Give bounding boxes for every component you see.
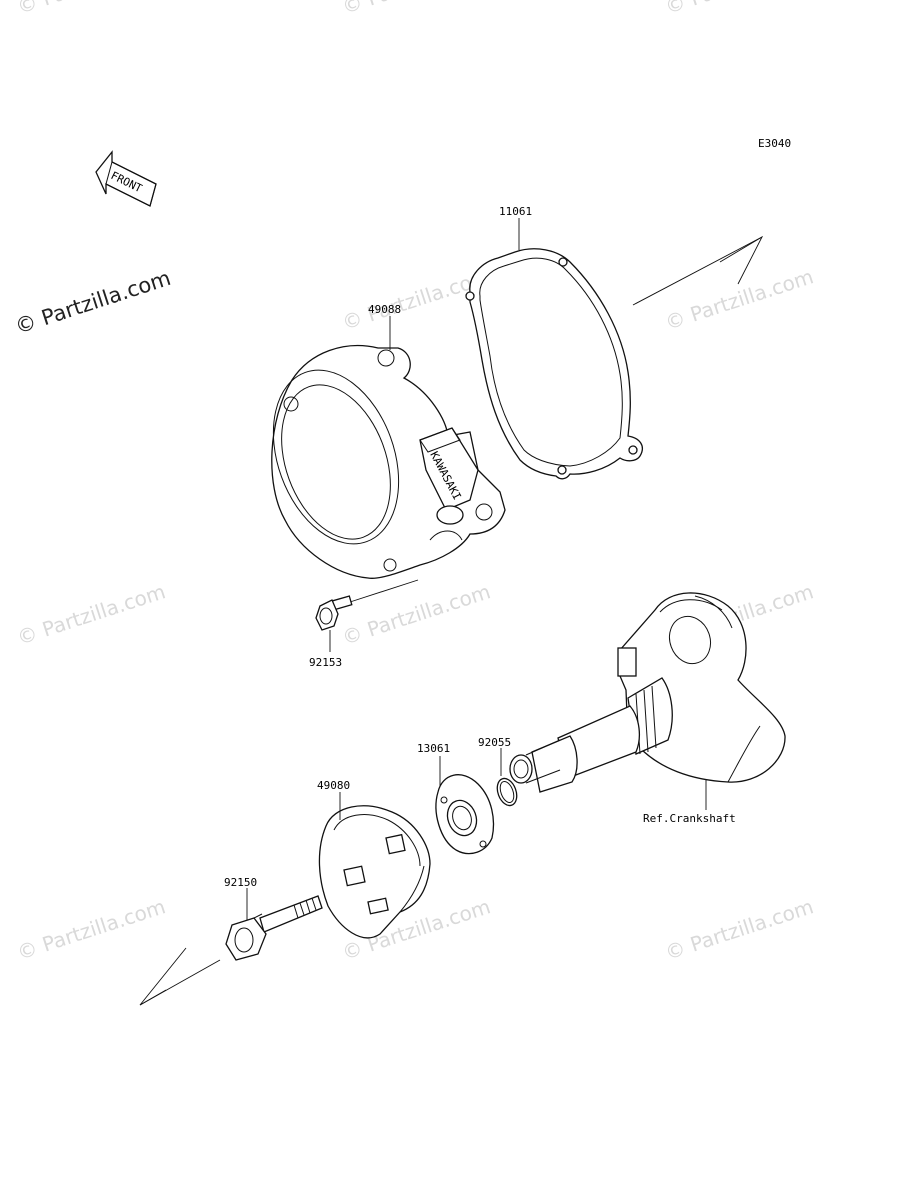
copyright-logo: © Partzilla.com [12, 266, 174, 339]
watermark: © Partzilla.com [662, 264, 816, 335]
callout-13061: 13061 [417, 742, 450, 755]
callout-49088: 49088 [368, 303, 401, 316]
watermark: © Partzilla.com [662, 0, 816, 19]
watermark: © Partzilla.com [14, 0, 168, 19]
callout-92055: 92055 [478, 736, 511, 749]
callout-ref-crankshaft: Ref.Crankshaft [643, 812, 736, 825]
direction-line-top-tip [719, 235, 764, 285]
front-arrow-icon: FRONT [95, 150, 157, 207]
watermark: © Partzilla.com [14, 894, 168, 965]
bolt-92153[interactable] [315, 579, 419, 631]
diagram-code: E3040 [758, 137, 791, 150]
gasket-11061[interactable] [465, 248, 643, 480]
magneto-cover-49088[interactable]: KAWASAKI [251, 344, 506, 579]
watermark: © Partzilla.com [339, 579, 493, 650]
direction-line-top [632, 236, 763, 306]
direction-line-bottom-tip [139, 947, 187, 1006]
bolt-92150[interactable] [225, 895, 323, 961]
watermark: © Partzilla.com [339, 0, 493, 19]
watermark: © Partzilla.com [662, 894, 816, 965]
watermark: © Partzilla.com [14, 579, 168, 650]
o-ring-92055[interactable] [494, 776, 520, 808]
callout-49080: 49080 [317, 779, 350, 792]
starter-clutch-49080[interactable] [318, 805, 431, 939]
crankshaft-ref[interactable] [509, 592, 786, 793]
callout-92150: 92150 [224, 876, 257, 889]
flywheel-boss-13061[interactable] [435, 774, 495, 855]
callout-11061: 11061 [499, 205, 532, 218]
callout-92153: 92153 [309, 656, 342, 669]
